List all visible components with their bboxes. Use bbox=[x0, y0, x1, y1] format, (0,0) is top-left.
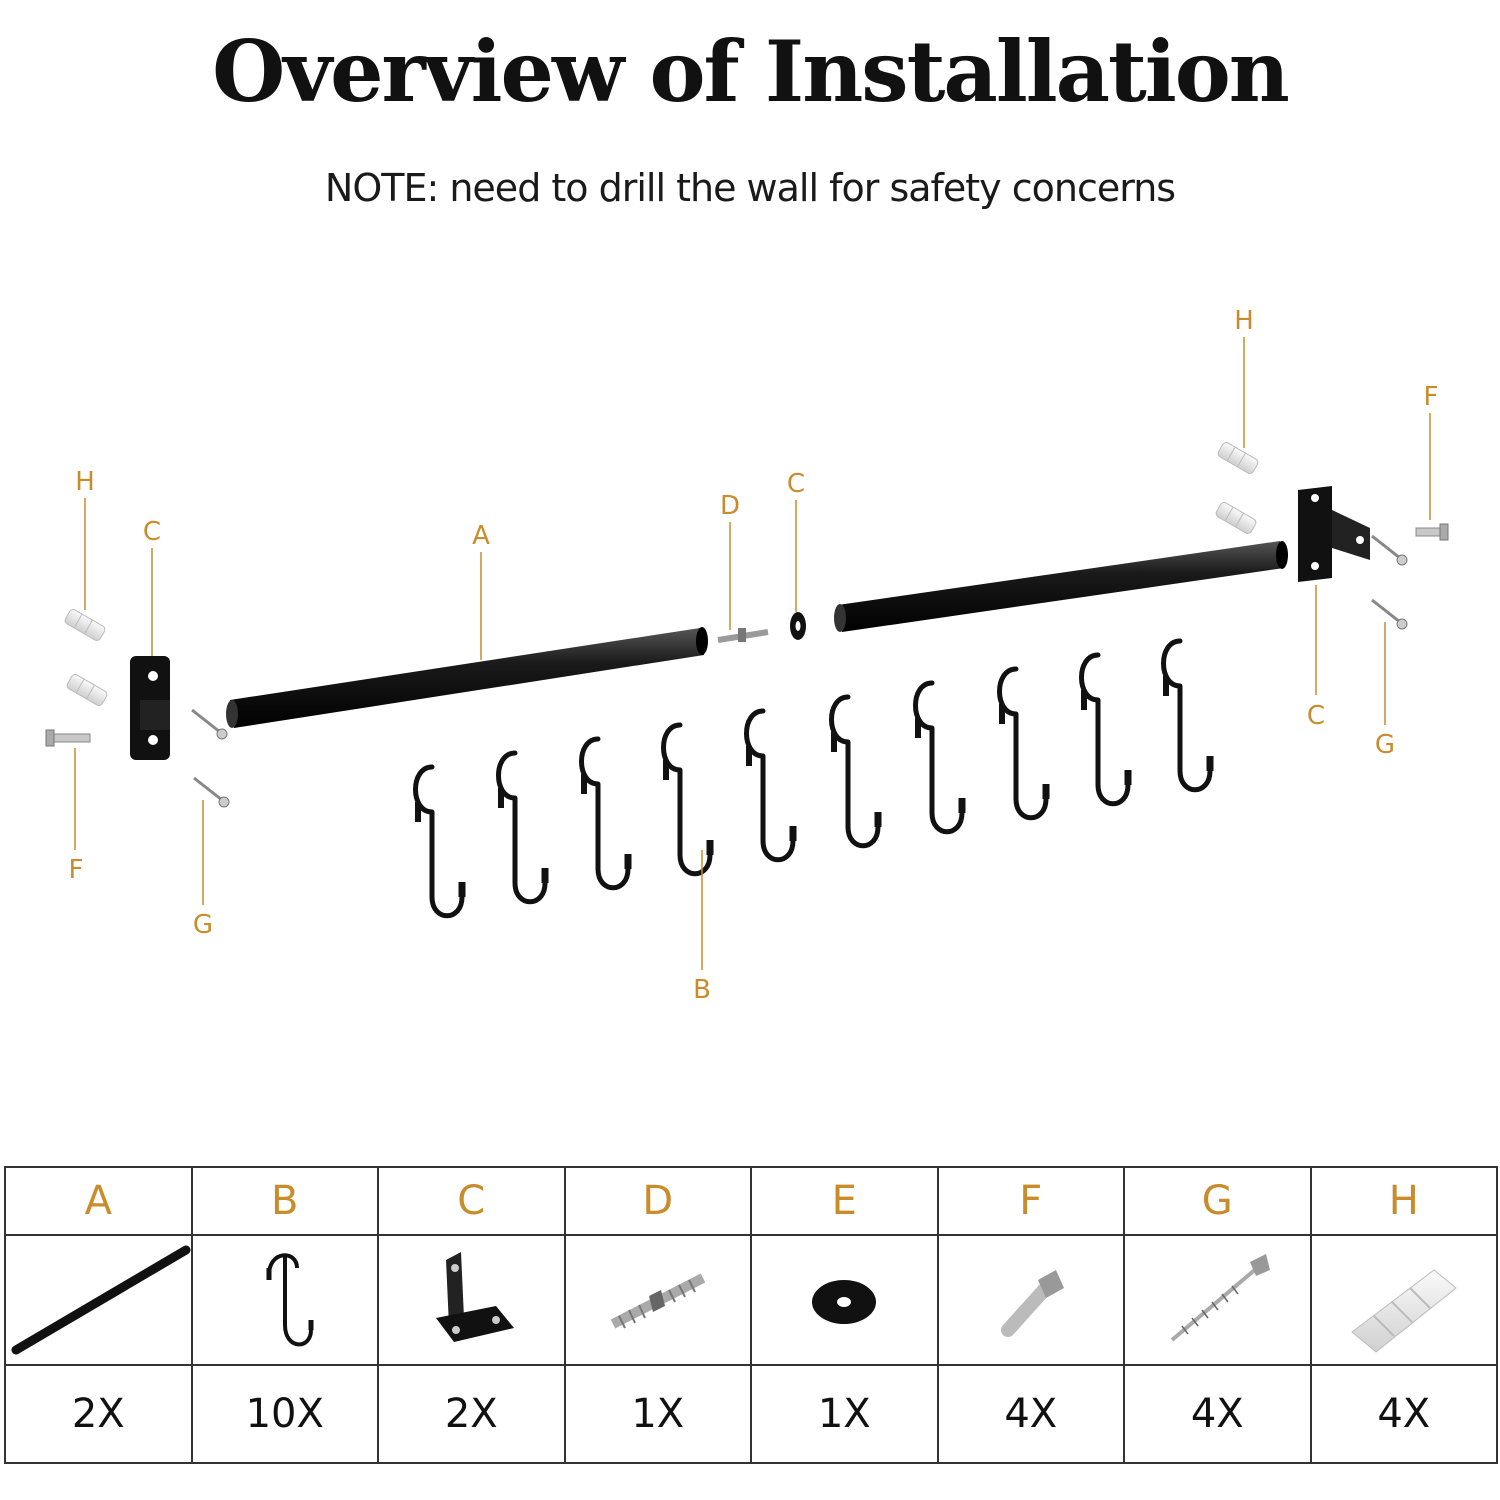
callout-left-h: H bbox=[75, 467, 95, 497]
part-letter: H bbox=[1309, 1166, 1498, 1236]
right-anchor-2 bbox=[1214, 500, 1258, 536]
s-hooks bbox=[416, 641, 1211, 916]
part-letter: F bbox=[936, 1166, 1125, 1236]
double-screw-icon bbox=[610, 1273, 706, 1329]
part-quantity: 4X bbox=[1123, 1364, 1312, 1464]
parts-table: A B C D E F G H bbox=[4, 1166, 1498, 1464]
callout-right-f: F bbox=[1424, 382, 1439, 412]
page-title: Overview of Installation bbox=[212, 22, 1290, 121]
s-hook-icon bbox=[266, 1253, 314, 1347]
part-quantity: 4X bbox=[936, 1364, 1125, 1464]
part-quantity: 2X bbox=[4, 1364, 193, 1464]
callout-lines bbox=[74, 337, 1431, 970]
part-letter: D bbox=[563, 1166, 752, 1236]
right-bracket bbox=[1298, 486, 1370, 582]
exploded-diagram: H C F G A D C B H F C G bbox=[45, 306, 1449, 1005]
part-letter: B bbox=[190, 1166, 379, 1236]
safety-note: NOTE: need to drill the wall for safety … bbox=[324, 166, 1176, 210]
left-screw-1 bbox=[190, 708, 229, 741]
right-screw-2 bbox=[1370, 598, 1409, 631]
washer-icon bbox=[812, 1280, 877, 1324]
right-bolt bbox=[1415, 523, 1449, 541]
left-anchor-1 bbox=[63, 607, 107, 643]
left-rod bbox=[226, 627, 708, 728]
parts-letter-row: A B C D E F G H bbox=[4, 1166, 1498, 1236]
callout-washer-c: C bbox=[787, 469, 805, 499]
part-letter: C bbox=[377, 1166, 566, 1236]
right-rod bbox=[834, 541, 1288, 632]
wall-anchor-icon bbox=[1350, 1269, 1457, 1353]
right-assembly bbox=[1214, 440, 1449, 631]
part-quantity: 1X bbox=[750, 1364, 939, 1464]
parts-icon-row bbox=[4, 1234, 1498, 1366]
callout-rod-a: A bbox=[472, 521, 490, 551]
callout-screw-d: D bbox=[720, 491, 740, 521]
part-quantity: 10X bbox=[190, 1364, 379, 1464]
part-letter: A bbox=[4, 1166, 193, 1236]
part-quantity: 1X bbox=[563, 1364, 752, 1464]
part-letter: E bbox=[750, 1166, 939, 1236]
wood-screw-icon bbox=[1170, 1254, 1271, 1342]
bracket-icon bbox=[436, 1252, 515, 1342]
callout-right-g: G bbox=[1375, 730, 1395, 760]
right-screw-1 bbox=[1370, 534, 1409, 567]
left-assembly bbox=[45, 607, 231, 809]
part-letter: G bbox=[1123, 1166, 1312, 1236]
callout-left-g: G bbox=[193, 910, 213, 940]
callout-right-c: C bbox=[1307, 701, 1325, 731]
callout-left-c: C bbox=[143, 517, 161, 547]
callout-hooks-b: B bbox=[693, 975, 711, 1005]
double-screw bbox=[717, 628, 769, 643]
part-quantity: 4X bbox=[1309, 1364, 1498, 1464]
left-bracket bbox=[130, 656, 170, 760]
right-anchor-1 bbox=[1216, 440, 1260, 476]
part-quantity: 2X bbox=[377, 1364, 566, 1464]
left-bolt bbox=[45, 729, 91, 747]
callout-right-h: H bbox=[1234, 306, 1254, 336]
rod-icon bbox=[11, 1245, 191, 1355]
parts-quantity-row: 2X 10X 2X 1X 1X 4X 4X 4X bbox=[4, 1364, 1498, 1464]
bolt-icon bbox=[1000, 1270, 1064, 1337]
left-anchor-2 bbox=[65, 672, 109, 708]
callout-left-f: F bbox=[69, 855, 84, 885]
left-screw-2 bbox=[192, 776, 231, 809]
